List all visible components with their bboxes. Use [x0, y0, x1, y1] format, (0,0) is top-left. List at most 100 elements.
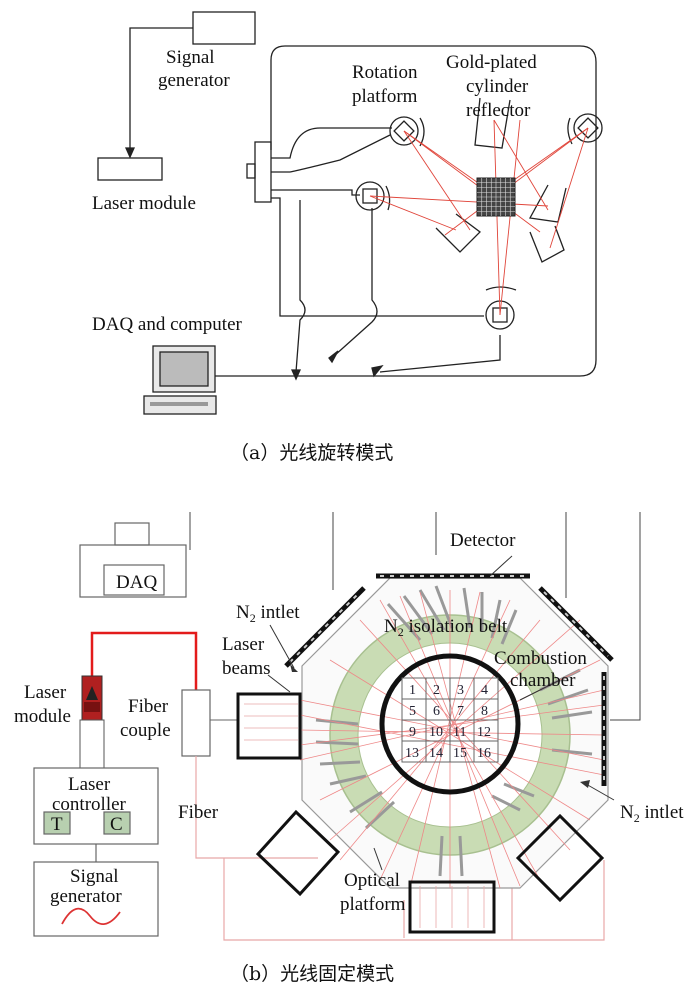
fiber-couple-label-1: Fiber: [128, 696, 169, 717]
grid-cell-5: 5: [409, 704, 416, 719]
pointer-combustion: [519, 679, 561, 701]
signal-generator-b: [33, 861, 159, 937]
fiber-label: Fiber: [178, 802, 219, 823]
pointer-detector: [489, 555, 513, 577]
rotation-platform-label-2: platform: [352, 86, 418, 107]
rotation-arrow-3: [485, 286, 517, 291]
signal-arrowhead: [124, 147, 136, 159]
laser-emitters: [236, 692, 605, 934]
rotation-platform-4: [573, 113, 603, 143]
detector-label: Detector: [450, 530, 516, 551]
rotation-platform-label-1: Rotation: [352, 62, 418, 83]
grid-cell-11: 11: [453, 725, 466, 740]
controller-t-label: T: [51, 814, 63, 835]
pointer-n2-right: [585, 783, 615, 801]
controller-c-button: [103, 811, 131, 835]
combustion-label-1: Combustion: [494, 648, 587, 669]
combustion-label-2: chamber: [510, 670, 576, 691]
laser-beams-label-1: Laser: [222, 634, 265, 655]
daq-arrow-2: [328, 350, 339, 364]
grid-cell-9: 9: [409, 725, 416, 740]
panel-a-beams: [369, 119, 589, 316]
rotation-arrow-1: [419, 117, 425, 147]
laser-module-label-2: module: [14, 706, 71, 727]
laser-controller-label-1: Laser: [68, 774, 111, 795]
signal-wire: [129, 27, 193, 152]
reflector-label-3: reflector: [466, 100, 531, 121]
n2-inlet-right-label: N2 intlet: [620, 802, 684, 825]
reflector-lower-left: [435, 213, 481, 253]
fiber-couple: [181, 689, 211, 757]
fiber-couple-label-2: couple: [120, 720, 171, 741]
laser-module-label: Laser module: [92, 193, 196, 214]
n2-inlet-top-label: N2 intlet: [236, 602, 300, 625]
red-fiber: [90, 631, 198, 690]
reflector-lower-right: [529, 225, 565, 263]
panel-a: [97, 11, 603, 415]
optical-platform-label-1: Optical: [344, 870, 400, 891]
fiber-to-platform-3: [271, 197, 484, 317]
emitter-lower-right: [515, 813, 605, 903]
grid-cell-6: 6: [433, 704, 440, 719]
grid-cell-1: 1: [409, 683, 416, 698]
grid-cell-3: 3: [457, 683, 464, 698]
panel-a-grid: [476, 177, 516, 217]
rotation-arrow-4: [567, 117, 573, 145]
signal-generator-box: [33, 861, 159, 937]
grid-cell-8: 8: [481, 704, 488, 719]
laser-beams-label-2: beams: [222, 658, 271, 679]
grid-cell-4: 4: [481, 683, 488, 698]
signal-generator-label-2: generator: [158, 70, 230, 91]
optical-platform-label-2: platform: [340, 894, 406, 915]
fiber-branch: [271, 134, 391, 173]
laser-controller-label-2: controller: [52, 794, 127, 815]
fiber-network: [195, 756, 605, 941]
measurement-grid: 1 2 3 4 5 6 7 8 9 10 11 12 13 14 15 16: [401, 677, 499, 763]
fiber-to-platform-2: [271, 189, 360, 196]
grid-cell-7: 7: [457, 704, 464, 719]
return-wire-3: [379, 335, 501, 373]
reflector-top: [474, 97, 511, 149]
daq-arrow-1: [290, 369, 302, 381]
fiber-splitter: [254, 141, 272, 203]
laser-controller: [33, 767, 159, 862]
laser-module-box: [97, 157, 163, 181]
emitter-bottom: [408, 880, 496, 934]
return-wire-1: [295, 200, 306, 373]
detector-wires: [332, 512, 641, 721]
rotation-arrow-2: [385, 185, 391, 211]
emitter-left: [236, 692, 302, 760]
caption-a: （a）光线旋转模式: [230, 442, 393, 464]
reflector-label-1: Gold-plated: [446, 52, 537, 73]
grid-cell-14: 14: [429, 746, 443, 761]
daq-label: DAQ: [116, 572, 157, 593]
combustion-chamber: [379, 653, 521, 795]
laser-module-label-1: Laser: [24, 682, 67, 703]
outer-wire: [200, 45, 597, 377]
laser-module-b: [79, 675, 105, 769]
computer-screen: [159, 351, 209, 387]
grid-cell-10: 10: [429, 725, 443, 740]
n2-inlet-top-arrow: [290, 664, 298, 672]
grid-cell-2: 2: [433, 683, 440, 698]
signal-generator-box: [192, 11, 256, 45]
grid-cell-12: 12: [477, 725, 491, 740]
n2-inlet-right-arrow: [580, 780, 590, 788]
pointer-optical: [373, 847, 383, 871]
emitter-beam-lines: [244, 703, 485, 928]
daq-screen: [103, 564, 165, 596]
keyboard-keys: [150, 402, 208, 406]
reflector-label-2: cylinder: [466, 76, 529, 97]
splitter-input: [246, 163, 256, 179]
controller-c-label: C: [110, 814, 123, 835]
rotation-platform-1: [389, 116, 419, 146]
grid-cell-13: 13: [405, 746, 419, 761]
signal-generator-label-1: Signal: [166, 47, 215, 68]
grid-cell-16: 16: [477, 746, 491, 761]
grid-cell-15: 15: [453, 746, 467, 761]
signal-generator-b-label-2: generator: [50, 886, 122, 907]
signal-generator-b-label-1: Signal: [70, 866, 119, 887]
detector-elements: [289, 575, 609, 782]
